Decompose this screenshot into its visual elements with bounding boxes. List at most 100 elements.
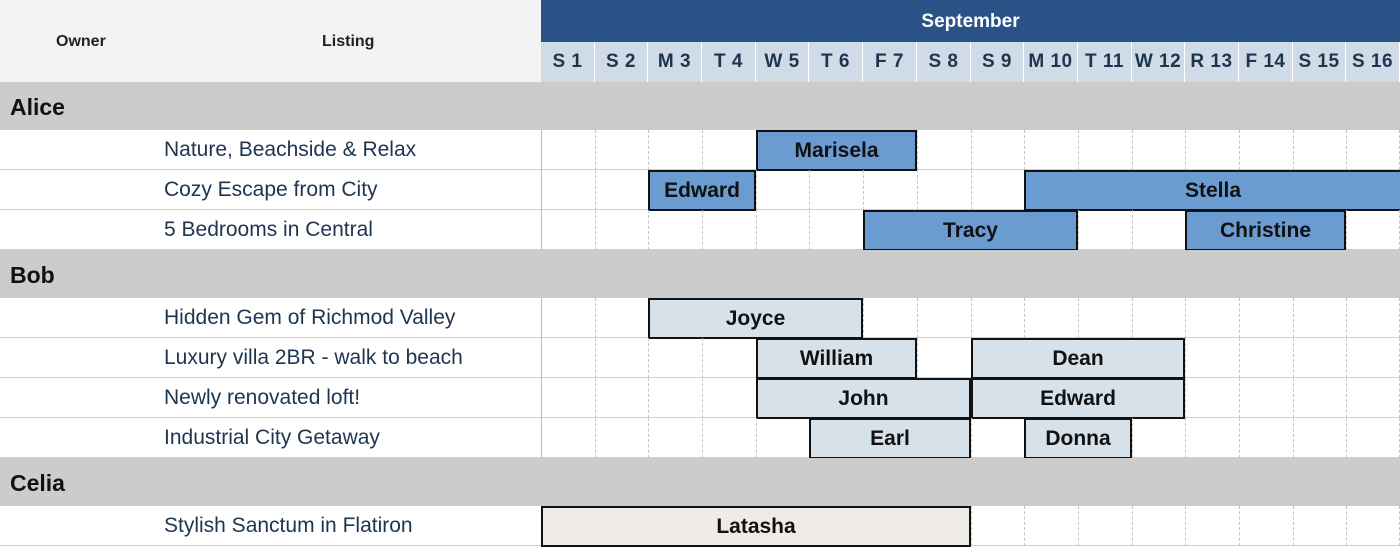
grid-line — [1185, 378, 1186, 418]
day-header-cell: M 3 — [648, 42, 702, 82]
grid-line — [917, 338, 918, 378]
grid-line — [809, 210, 810, 250]
grid-line — [1293, 378, 1294, 418]
grid-line — [702, 130, 703, 170]
grid-line — [971, 418, 972, 458]
owner-row: Alice — [0, 82, 1400, 130]
grid-line — [971, 298, 972, 338]
month-header: September — [541, 0, 1400, 42]
grid-line — [1024, 506, 1025, 546]
owner-row: Bob — [0, 250, 1400, 298]
booking-bar[interactable]: Dean — [971, 338, 1185, 379]
grid-line — [702, 210, 703, 250]
day-header-cell: T 6 — [809, 42, 863, 82]
booking-bar[interactable]: Stella — [1024, 170, 1400, 211]
listing-name: 5 Bedrooms in Central — [164, 218, 373, 241]
grid-line — [917, 130, 918, 170]
grid-line — [595, 170, 596, 210]
grid-line — [1185, 418, 1186, 458]
grid-line — [702, 378, 703, 418]
grid-line — [541, 298, 542, 338]
grid-line — [1185, 298, 1186, 338]
day-header-cell: M 10 — [1024, 42, 1078, 82]
listing-name: Luxury villa 2BR - walk to beach — [164, 346, 463, 369]
listing-row[interactable]: Newly renovated loft! — [0, 378, 1400, 418]
booking-bar[interactable]: Edward — [648, 170, 756, 211]
grid-line — [1132, 418, 1133, 458]
grid-line — [1293, 130, 1294, 170]
grid-line — [917, 298, 918, 338]
grid-line — [1239, 338, 1240, 378]
booking-bar[interactable]: Marisela — [756, 130, 917, 171]
day-header-cell: F 14 — [1239, 42, 1293, 82]
grid-line — [1293, 506, 1294, 546]
grid-line — [541, 338, 542, 378]
grid-line — [648, 338, 649, 378]
grid-line — [1239, 418, 1240, 458]
owner-name: Celia — [10, 470, 65, 496]
grid-line — [756, 210, 757, 250]
grid-line — [971, 170, 972, 210]
grid-line — [1346, 418, 1347, 458]
grid-line — [595, 210, 596, 250]
booking-bar[interactable]: John — [756, 378, 971, 419]
day-header-cell: S 9 — [971, 42, 1024, 82]
grid-line — [595, 298, 596, 338]
grid-line — [1293, 298, 1294, 338]
grid-line — [1346, 298, 1347, 338]
grid-line — [1346, 506, 1347, 546]
grid-line — [863, 170, 864, 210]
day-header-cell: F 7 — [863, 42, 917, 82]
grid-line — [1078, 506, 1079, 546]
owner-name: Alice — [10, 94, 65, 120]
listing-row[interactable]: Nature, Beachside & Relax — [0, 130, 1400, 170]
grid-line — [648, 418, 649, 458]
grid-line — [1346, 130, 1347, 170]
grid-line — [541, 210, 542, 250]
listing-row[interactable]: Industrial City Getaway — [0, 418, 1400, 458]
listing-name: Hidden Gem of Richmod Valley — [164, 306, 456, 329]
grid-line — [595, 418, 596, 458]
grid-line — [1078, 298, 1079, 338]
day-header-cell: W 12 — [1132, 42, 1185, 82]
day-header-cell: W 5 — [756, 42, 809, 82]
listing-name: Stylish Sanctum in Flatiron — [164, 514, 413, 537]
grid-line — [1239, 298, 1240, 338]
booking-bar[interactable]: Donna — [1024, 418, 1132, 459]
day-header-cell: S 2 — [595, 42, 648, 82]
grid-line — [1346, 210, 1347, 250]
owner-name: Bob — [10, 262, 55, 288]
grid-line — [756, 170, 757, 210]
grid-line — [809, 170, 810, 210]
booking-bar[interactable]: Christine — [1185, 210, 1346, 251]
grid-line — [1132, 506, 1133, 546]
listing-row[interactable]: Luxury villa 2BR - walk to beach — [0, 338, 1400, 378]
booking-bar[interactable]: Tracy — [863, 210, 1078, 251]
listing-row[interactable]: 5 Bedrooms in Central — [0, 210, 1400, 250]
grid-line — [756, 418, 757, 458]
grid-line — [541, 130, 542, 170]
grid-line — [1132, 210, 1133, 250]
grid-line — [1346, 338, 1347, 378]
grid-line — [1293, 418, 1294, 458]
grid-line — [541, 418, 542, 458]
listing-name: Industrial City Getaway — [164, 426, 380, 449]
booking-bar[interactable]: Earl — [809, 418, 971, 459]
booking-bar[interactable]: William — [756, 338, 917, 379]
day-header-cell: S 1 — [541, 42, 595, 82]
booking-bar[interactable]: Latasha — [541, 506, 971, 547]
header-left: Owner Listing — [0, 0, 541, 82]
day-header-cell: S 8 — [917, 42, 971, 82]
grid-line — [541, 170, 542, 210]
booking-bar[interactable]: Joyce — [648, 298, 863, 339]
day-header-cell: T 11 — [1078, 42, 1132, 82]
day-header-cell: S 16 — [1346, 42, 1400, 82]
grid-line — [1078, 210, 1079, 250]
grid-line — [1185, 130, 1186, 170]
booking-bar[interactable]: Edward — [971, 378, 1185, 419]
grid-line — [1024, 130, 1025, 170]
grid-line — [702, 338, 703, 378]
listing-name: Newly renovated loft! — [164, 386, 361, 409]
grid-line — [1132, 130, 1133, 170]
listing-name: Nature, Beachside & Relax — [164, 138, 417, 161]
